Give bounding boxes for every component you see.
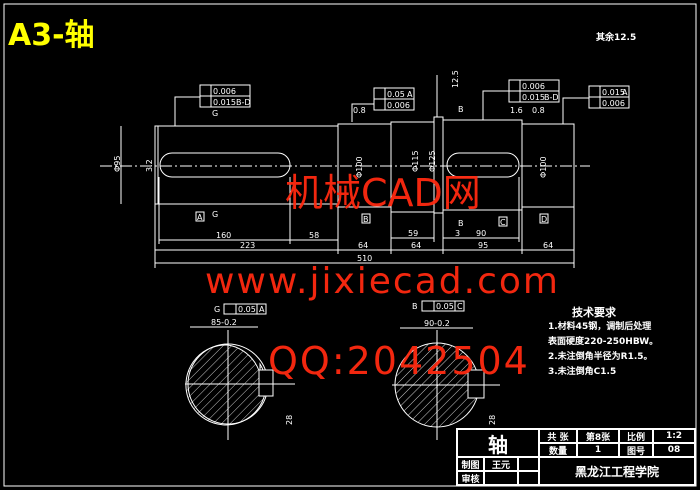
dim-3: 3 [455,229,460,238]
dim-90: 90 [476,229,486,238]
svg-text:0.006: 0.006 [602,99,625,108]
drawing-no-label: 图号 [619,443,653,457]
dim-64-a: 64 [358,241,368,250]
tech-req-line: 3.未注倒角C1.5 [548,367,617,377]
section-marker-b-top: B [458,105,464,114]
dim-dia-125: Φ125 [428,150,437,172]
svg-text:B-D: B-D [544,93,559,102]
shaft-main-view: 160 58 223 64 64 95 64 510 59 3 90 Φ95 Φ… [100,70,630,268]
dim-dia-left: Φ95 [113,156,122,172]
checked-value [484,471,518,485]
school-name: 黑龙江工程学院 [539,457,695,485]
checked-label: 审核 [457,471,484,485]
section-marker-g-top: G [212,109,218,118]
dim-510: 510 [357,254,372,263]
dim-dia-right: Φ100 [539,156,548,178]
dim-223: 223 [240,241,255,250]
dim-160: 160 [216,231,231,240]
tech-req-line: 2.未注倒角半径为R1.5。 [548,352,653,362]
svg-text:B-D: B-D [236,98,251,107]
part-name: 轴 [457,429,539,457]
svg-text:0.015: 0.015 [213,98,236,107]
tech-requirements: 技术要求 1.材料45钢，调制后处理 表面硬度220-250HBW。 2.未注倒… [548,305,658,380]
svg-text:0.006: 0.006 [387,101,410,110]
title-block: 轴 共 张 第8张 比例 1:2 数量 1 图号 08 制图 王元 审核 黑龙江… [456,428,696,486]
roughness-0-8-b: 0.8 [532,106,545,115]
datum-d: D [541,215,547,224]
svg-text:A: A [407,90,413,99]
watermark-site-name: 机械CAD网 [285,171,481,215]
watermark-qq: QQ:2042504 [268,339,530,383]
svg-text:C: C [457,302,463,311]
datum-a: A [197,213,203,222]
keyway-left [159,152,291,178]
datum-b: B [363,215,369,224]
qty-value: 1 [577,443,619,457]
roughness-12-5: 12.5 [451,70,460,88]
svg-text:0.05: 0.05 [387,90,405,99]
qty-label: 数量 [539,443,577,457]
svg-text:0.006: 0.006 [522,82,545,91]
drawn-label: 制图 [457,457,484,471]
roughness-3-2: 3.2 [145,159,154,172]
blank-cell [518,471,539,485]
roughness-0-8-a: 0.8 [353,106,366,115]
outer-frame [3,3,697,487]
drawn-value: 王元 [484,457,518,471]
tech-req-line: 表面硬度220-250HBW。 [548,337,659,347]
dim-90-sec: 90-0.2 [424,319,450,328]
dim-64-b: 64 [411,241,421,250]
svg-text:0.006: 0.006 [213,87,236,96]
svg-text:A: A [622,88,628,97]
svg-text:A: A [259,305,265,314]
sheet-title: A3-轴 [8,18,95,53]
blank-cell [518,457,539,471]
dim-58: 58 [309,231,319,240]
scale-value: 1:2 [653,429,695,443]
svg-text:0.05: 0.05 [436,302,454,311]
scale-label: 比例 [619,429,653,443]
sheet-value: 第8张 [577,429,619,443]
watermark-url: www.jixiecad.com [205,261,560,302]
dim-95: 95 [478,241,488,250]
drawing-no-value: 08 [653,443,695,457]
svg-text:0.015: 0.015 [522,93,545,102]
sheet-label: 共 张 [539,429,577,443]
dim-59: 59 [408,229,418,238]
section-marker-g-bottom: G [212,210,218,219]
dim-key-right: 28 [488,415,497,425]
dim-64-c: 64 [543,241,553,250]
roughness-note: 其余12.5 [596,33,637,43]
section-marker-b-bottom: B [458,219,464,228]
section-label-g: G [214,305,220,314]
keyway-right [446,152,520,178]
tech-req-line: 1.材料45钢，调制后处理 [548,322,652,332]
roughness-1-6: 1.6 [510,106,523,115]
dim-dia-100: Φ100 [355,156,364,178]
dim-key-left: 28 [285,415,294,425]
datum-c: C [500,218,506,227]
section-label-b: B [412,302,418,311]
dim-dia-115: Φ115 [411,150,420,172]
svg-text:0.015: 0.015 [602,88,625,97]
dim-85: 85-0.2 [211,318,237,327]
tech-requirements-heading: 技术要求 [572,306,616,319]
svg-text:0.05: 0.05 [238,305,256,314]
